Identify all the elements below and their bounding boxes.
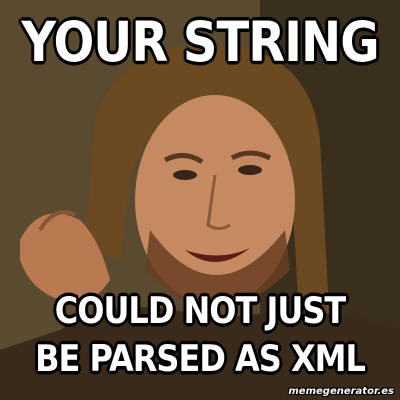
finger bbox=[38, 210, 76, 232]
top-caption: YOUR STRING bbox=[20, 9, 380, 76]
beard bbox=[145, 230, 290, 308]
bottom-caption-line-1: COULD NOT JUST bbox=[54, 287, 347, 333]
right-brow bbox=[230, 150, 272, 161]
cloak bbox=[0, 307, 400, 400]
face bbox=[135, 95, 295, 305]
mouth bbox=[185, 248, 250, 263]
right-eye bbox=[238, 165, 262, 175]
bottom-caption-line-2: BE PARSED AS XML bbox=[34, 335, 367, 381]
nose bbox=[206, 174, 231, 230]
left-brow bbox=[163, 153, 204, 165]
hand bbox=[20, 213, 110, 303]
watermark: memegenerator.es bbox=[288, 386, 394, 397]
bottom-caption: COULD NOT JUST BE PARSED AS XML bbox=[0, 286, 400, 383]
left-eye bbox=[173, 170, 197, 180]
hair bbox=[85, 44, 330, 331]
